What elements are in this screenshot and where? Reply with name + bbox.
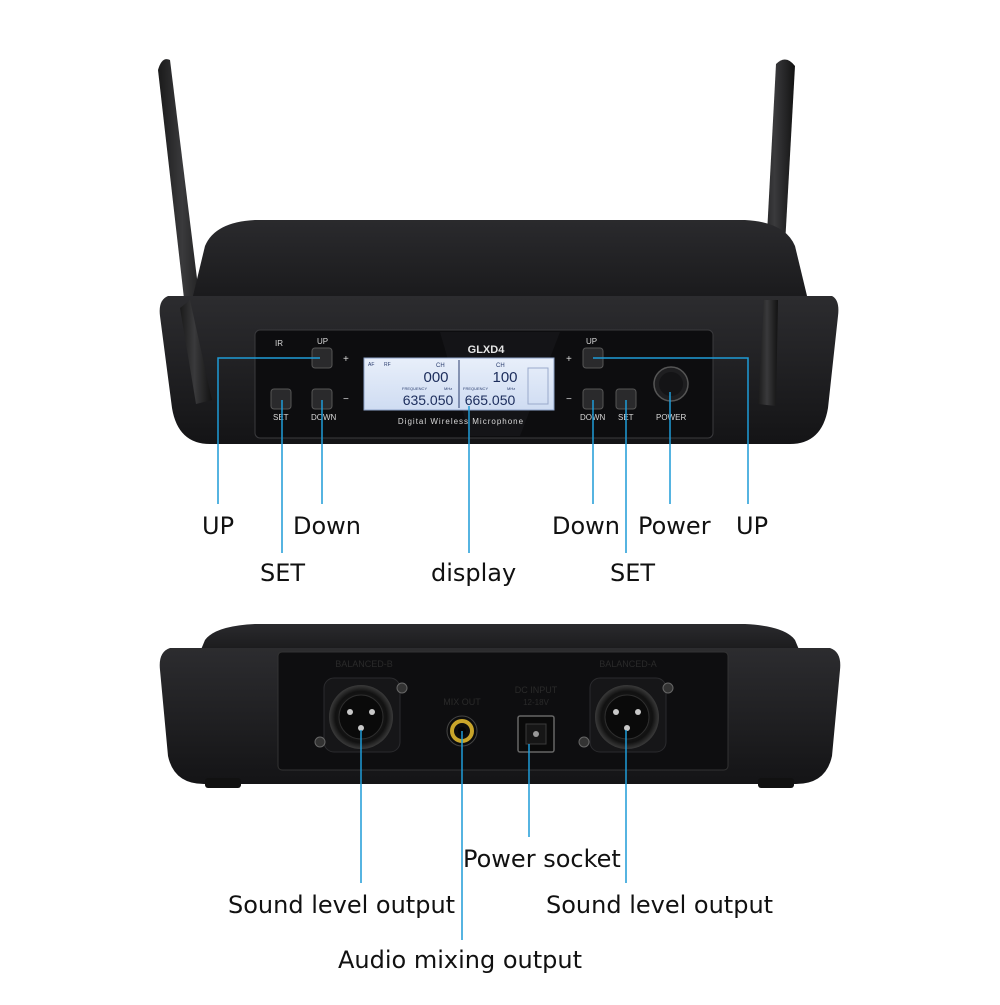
set-left-button[interactable] [270, 388, 292, 410]
callout-display: display [431, 559, 517, 587]
model-name: GLXD4 [468, 344, 506, 356]
callout-set-right: SET [610, 559, 656, 587]
lcd-right-frequency: 665.050 [465, 392, 516, 408]
lcd-right-channel: 100 [492, 369, 517, 386]
dc-input-label: DC INPUT [515, 685, 558, 695]
leader-lines [217, 357, 749, 940]
callout-up-left: UP [202, 512, 235, 540]
callout-sound-level-left: Sound level output [228, 891, 456, 919]
power-label: POWER [656, 413, 686, 422]
callout-sound-level-right: Sound level output [546, 891, 774, 919]
callout-set-left: SET [260, 559, 306, 587]
set-left-label: SET [273, 413, 289, 422]
minus-right-sign: − [566, 394, 572, 405]
lcd-right-frequency-label: FREQUENCY [463, 386, 488, 391]
callout-down-left: Down [293, 512, 362, 540]
mix-out-label: MIX OUT [443, 697, 481, 707]
lcd-af-label: AF [368, 362, 374, 368]
lcd-rf-label: RF [384, 362, 391, 368]
callout-down-right: Down [552, 512, 621, 540]
dc-voltage-label: 12-18V [523, 698, 549, 707]
lcd-left-ch-label: CH [436, 363, 445, 369]
tagline: Digital Wireless Microphone [398, 417, 524, 426]
lcd-left-unit: MHz [444, 386, 452, 391]
balanced-b-label: BALANCED-B [335, 659, 393, 669]
lcd-right-unit: MHz [507, 386, 515, 391]
front-top-lid [192, 220, 808, 300]
front-unit: IR UP + SET DOWN − GLXD4 AF RF CH CH 000… [158, 59, 839, 444]
rear-top-lid [200, 624, 800, 652]
lcd-left-frequency: 635.050 [403, 392, 454, 408]
rear-unit: BALANCED-B BALANCED-A MIX OUT DC INPUT 1… [159, 624, 841, 788]
ir-label: IR [275, 339, 283, 348]
lcd-display: AF RF CH CH 000 100 FREQUENCY MHz FREQUE… [363, 357, 555, 411]
plus-right-sign: + [566, 354, 572, 365]
plus-left-sign: + [343, 354, 349, 365]
callout-audio-mixing: Audio mixing output [338, 946, 582, 974]
up-left-label: UP [317, 337, 328, 346]
callout-power: Power [638, 512, 711, 540]
xlr-b-connector[interactable] [314, 677, 408, 753]
balanced-a-label: BALANCED-A [599, 659, 657, 669]
leader-up-left [217, 357, 320, 504]
lcd-left-frequency-label: FREQUENCY [402, 386, 427, 391]
callout-up-right: UP [736, 512, 769, 540]
lcd-right-ch-label: CH [496, 363, 505, 369]
callout-power-socket: Power socket [463, 845, 621, 873]
minus-left-sign: − [343, 394, 349, 405]
down-left-label: DOWN [311, 413, 337, 422]
up-right-label: UP [586, 337, 597, 346]
lcd-left-channel: 000 [423, 369, 448, 386]
xlr-a-connector[interactable] [578, 677, 674, 753]
dc-socket[interactable] [517, 715, 555, 753]
leader-up-right [593, 357, 749, 504]
